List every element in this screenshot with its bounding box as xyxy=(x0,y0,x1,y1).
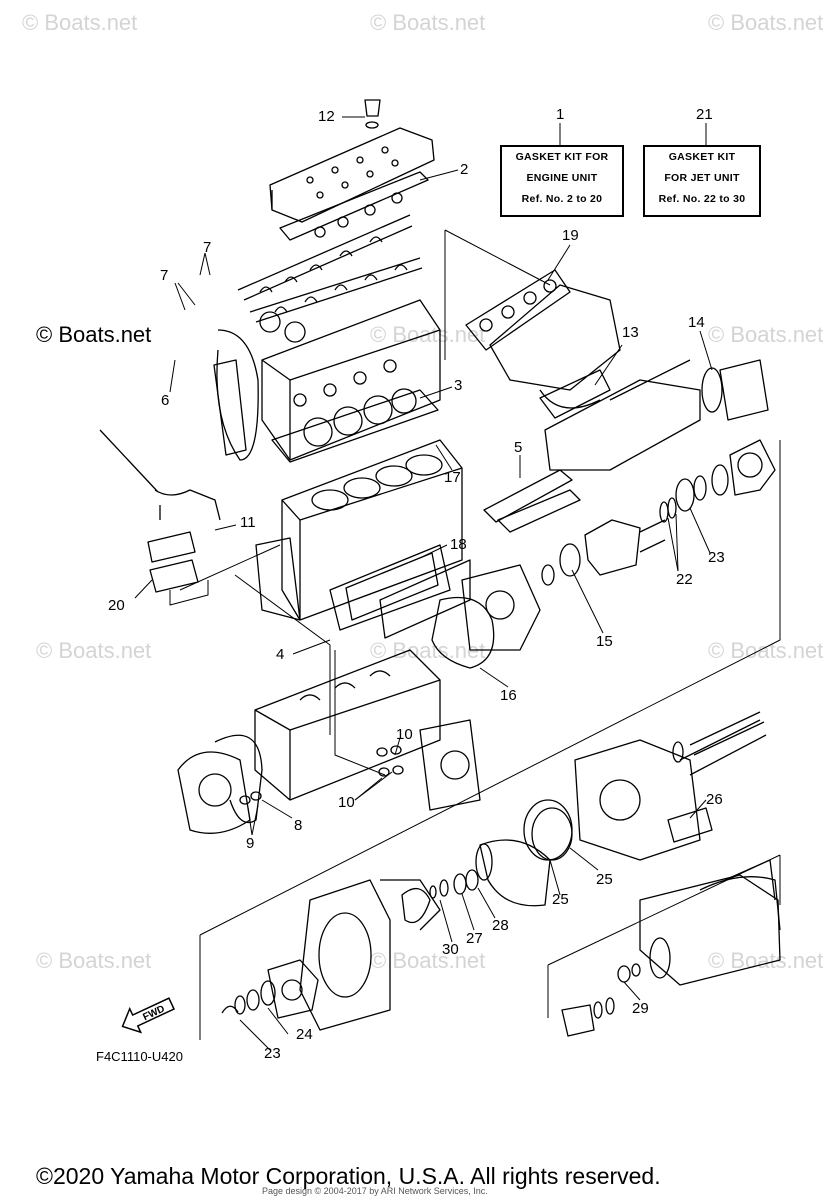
callout-8[interactable]: 8 xyxy=(294,817,303,834)
coupling-housing xyxy=(711,439,776,496)
head-gasket xyxy=(271,388,439,463)
timing-chain xyxy=(216,329,259,461)
intake-housing xyxy=(299,879,441,1031)
reference-frames xyxy=(169,229,781,1040)
callout-26[interactable]: 26 xyxy=(706,791,723,808)
watermark: © Boats.net xyxy=(370,638,486,663)
cylinder-block xyxy=(255,439,463,621)
cylinder-head xyxy=(261,299,441,461)
watermark: © Boats.net xyxy=(708,948,823,973)
callout-21[interactable]: 21 xyxy=(696,106,713,123)
o-ring-large xyxy=(431,596,495,669)
watermark: © Boats.net xyxy=(370,948,486,973)
callout-28[interactable]: 28 xyxy=(492,917,509,934)
jet-nozzle xyxy=(639,859,781,986)
callout-12[interactable]: 12 xyxy=(318,108,335,125)
exhaust-pipe xyxy=(539,359,701,471)
bearings xyxy=(429,869,479,899)
callout-25[interactable]: 25 xyxy=(596,871,613,888)
callout-25[interactable]: 25 xyxy=(552,891,569,908)
callout-20[interactable]: 20 xyxy=(108,597,125,614)
boats-net-label: © Boats.net xyxy=(36,322,152,347)
drive-shaft-lower xyxy=(689,711,765,756)
callout-3[interactable]: 3 xyxy=(454,377,463,394)
forward-arrow-icon: FWD xyxy=(121,997,176,1034)
kit-line: ENGINE UNIT xyxy=(526,172,598,184)
callout-29[interactable]: 29 xyxy=(632,1000,649,1017)
exhaust-joint xyxy=(701,359,769,421)
dipstick xyxy=(99,429,221,521)
watermark: © Boats.net xyxy=(708,322,823,347)
callout-14[interactable]: 14 xyxy=(688,314,705,331)
callout-15[interactable]: 15 xyxy=(596,633,613,650)
callout-22[interactable]: 22 xyxy=(676,571,693,588)
kit-line: Ref. No. 2 to 20 xyxy=(521,193,603,205)
exhaust-manifold xyxy=(465,269,621,409)
callout-7[interactable]: 7 xyxy=(203,239,212,256)
callout-23[interactable]: 23 xyxy=(708,549,725,566)
callout-5[interactable]: 5 xyxy=(514,439,523,456)
callout-27[interactable]: 27 xyxy=(466,930,483,947)
kit-line: Ref. No. 22 to 30 xyxy=(658,193,746,205)
watermark: © Boats.net xyxy=(708,638,823,663)
breather-plates xyxy=(147,531,199,593)
bearing-housing xyxy=(221,959,319,1019)
callout-11[interactable]: 11 xyxy=(240,514,256,531)
gasket-kit-jet-box: GASKET KIT FOR JET UNIT Ref. No. 22 to 3… xyxy=(643,145,761,217)
callout-7[interactable]: 7 xyxy=(160,267,169,284)
callout-4[interactable]: 4 xyxy=(276,646,285,663)
cylinder-head-cover xyxy=(269,99,435,241)
callout-24[interactable]: 24 xyxy=(296,1026,313,1043)
oil-cover-gasket xyxy=(329,544,451,631)
pump-gasket xyxy=(667,807,713,843)
kit-line: FOR JET UNIT xyxy=(664,172,740,184)
leader-lines xyxy=(134,116,713,1051)
diagram-code: F4C1110-U420 xyxy=(96,1049,183,1064)
watermark: © Boats.net xyxy=(22,10,138,35)
callout-2[interactable]: 2 xyxy=(460,161,469,178)
watermark: © Boats.net xyxy=(36,638,152,663)
callout-9[interactable]: 9 xyxy=(246,835,255,852)
impeller-liner xyxy=(475,839,551,907)
watermark: © Boats.net xyxy=(370,10,486,35)
oil-pump xyxy=(461,543,581,651)
camshafts xyxy=(237,214,423,343)
callout-30[interactable]: 30 xyxy=(442,941,459,958)
drive-shaft xyxy=(584,475,707,576)
intake-gasket xyxy=(483,469,573,523)
callout-10[interactable]: 10 xyxy=(396,726,413,743)
callout-10[interactable]: 10 xyxy=(338,794,355,811)
gasket-kit-engine-box: GASKET KIT FOR ENGINE UNIT Ref. No. 2 to… xyxy=(500,145,624,217)
kit-line: GASKET KIT xyxy=(668,151,736,163)
fwd-label: FWD xyxy=(141,1004,166,1024)
copyright-notice: ©2020 Yamaha Motor Corporation, U.S.A. A… xyxy=(36,1163,661,1189)
dowels xyxy=(239,745,404,805)
callout-18[interactable]: 18 xyxy=(450,536,467,553)
jet-seal xyxy=(561,963,641,1037)
jet-pump-housing xyxy=(574,719,767,861)
design-credit: Page design © 2004-2017 by ARI Network S… xyxy=(262,1186,488,1196)
callout-6[interactable]: 6 xyxy=(161,392,170,409)
kit-line: GASKET KIT FOR xyxy=(515,151,609,163)
callout-13[interactable]: 13 xyxy=(622,324,639,341)
crankcase xyxy=(254,649,481,811)
callout-16[interactable]: 16 xyxy=(500,687,517,704)
callout-19[interactable]: 19 xyxy=(562,227,579,244)
watermark: © Boats.net xyxy=(36,948,152,973)
callout-23[interactable]: 23 xyxy=(264,1045,281,1062)
callout-17[interactable]: 17 xyxy=(444,469,461,486)
watermark: © Boats.net xyxy=(708,10,823,35)
callout-1[interactable]: 1 xyxy=(556,106,565,123)
